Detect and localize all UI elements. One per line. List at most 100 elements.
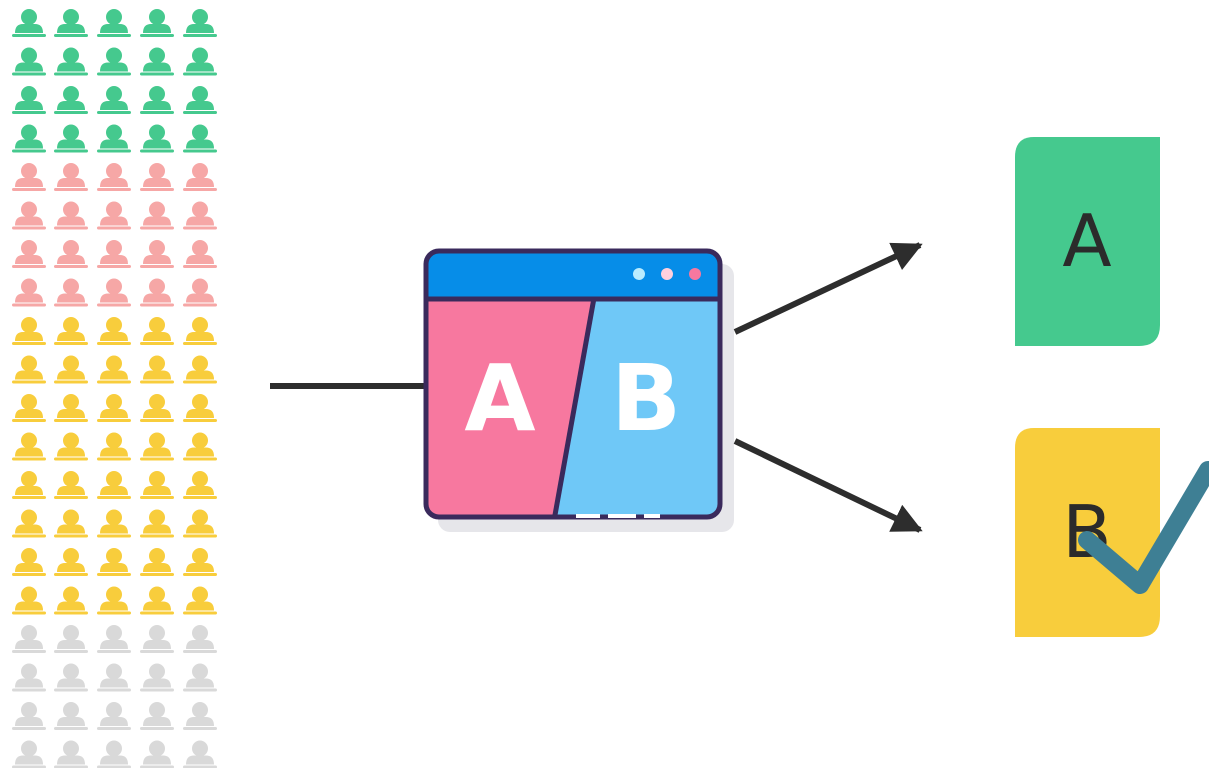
person-icon [54,9,88,37]
person-icon [183,394,217,422]
person-icon [54,740,88,768]
person-icon [97,740,131,768]
user-population-grid [12,9,217,768]
person-icon [12,586,46,615]
person-icon [140,394,174,422]
window-titlebar [428,252,718,298]
person-icon [140,625,174,653]
browser-window-icon: A B [423,248,734,532]
person-icon [140,586,174,615]
person-icon [97,471,131,499]
panel-a [428,298,594,515]
variant-a-label: A [1062,199,1111,283]
window-label-a: A [464,345,535,452]
person-icon [12,317,46,345]
person-icon [140,86,174,114]
person-icon [97,548,131,576]
person-icon [140,124,174,153]
person-icon [140,201,174,230]
person-icon [183,509,217,538]
person-icon [54,702,88,730]
person-icon [12,47,46,76]
person-icon [97,163,131,191]
person-icon [183,586,217,615]
person-icon [183,548,217,576]
person-icon [140,240,174,268]
person-icon [140,509,174,538]
person-icon [54,548,88,576]
person-icon [183,9,217,37]
person-icon [12,471,46,499]
person-icon [183,201,217,230]
person-icon [183,740,217,768]
checkmark-icon [1078,461,1209,594]
person-icon [54,394,88,422]
person-icon [97,47,131,76]
person-icon [97,201,131,230]
person-icon [12,124,46,153]
person-icon [54,47,88,76]
person-icon [140,9,174,37]
person-icon [54,471,88,499]
person-icon [97,317,131,345]
person-icon [54,432,88,461]
person-icon [183,163,217,191]
person-icon [12,355,46,384]
person-icon [12,163,46,191]
person-icon [140,740,174,768]
person-icon [12,702,46,730]
person-icon [140,432,174,461]
person-icon [97,432,131,461]
person-icon [140,278,174,307]
person-icon [12,201,46,230]
person-icon [54,124,88,153]
window-dot-2 [661,268,673,280]
person-icon [12,278,46,307]
person-icon [12,9,46,37]
person-icon [54,625,88,653]
person-icon [54,240,88,268]
person-icon [97,278,131,307]
person-icon [183,240,217,268]
person-icon [54,586,88,615]
person-icon [54,317,88,345]
person-icon [97,586,131,615]
person-icon [97,86,131,114]
person-icon [183,47,217,76]
person-icon [12,240,46,268]
arrow-icon-to-variant-a [733,242,923,335]
person-icon [140,163,174,191]
person-icon [12,625,46,653]
person-icon [140,355,174,384]
person-icon [54,201,88,230]
person-icon [12,394,46,422]
person-icon [12,86,46,114]
person-icon [140,663,174,692]
person-icon [183,278,217,307]
person-icon [97,240,131,268]
person-icon [54,663,88,692]
window-dot-1 [633,268,645,280]
person-icon [97,124,131,153]
person-icon [12,432,46,461]
window-dot-3 [689,268,701,280]
person-icon [140,471,174,499]
person-icon [183,702,217,730]
person-icon [183,625,217,653]
person-icon [140,702,174,730]
arrow-icon-to-variant-b [733,438,923,533]
person-icon [54,355,88,384]
person-icon [183,355,217,384]
panel-b [555,298,718,515]
person-icon [97,702,131,730]
person-icon [97,394,131,422]
person-icon [54,163,88,191]
person-icon [54,509,88,538]
person-icon [183,663,217,692]
person-icon [183,432,217,461]
person-icon [54,278,88,307]
person-icon [183,124,217,153]
window-label-b: B [611,345,681,452]
person-icon [183,471,217,499]
